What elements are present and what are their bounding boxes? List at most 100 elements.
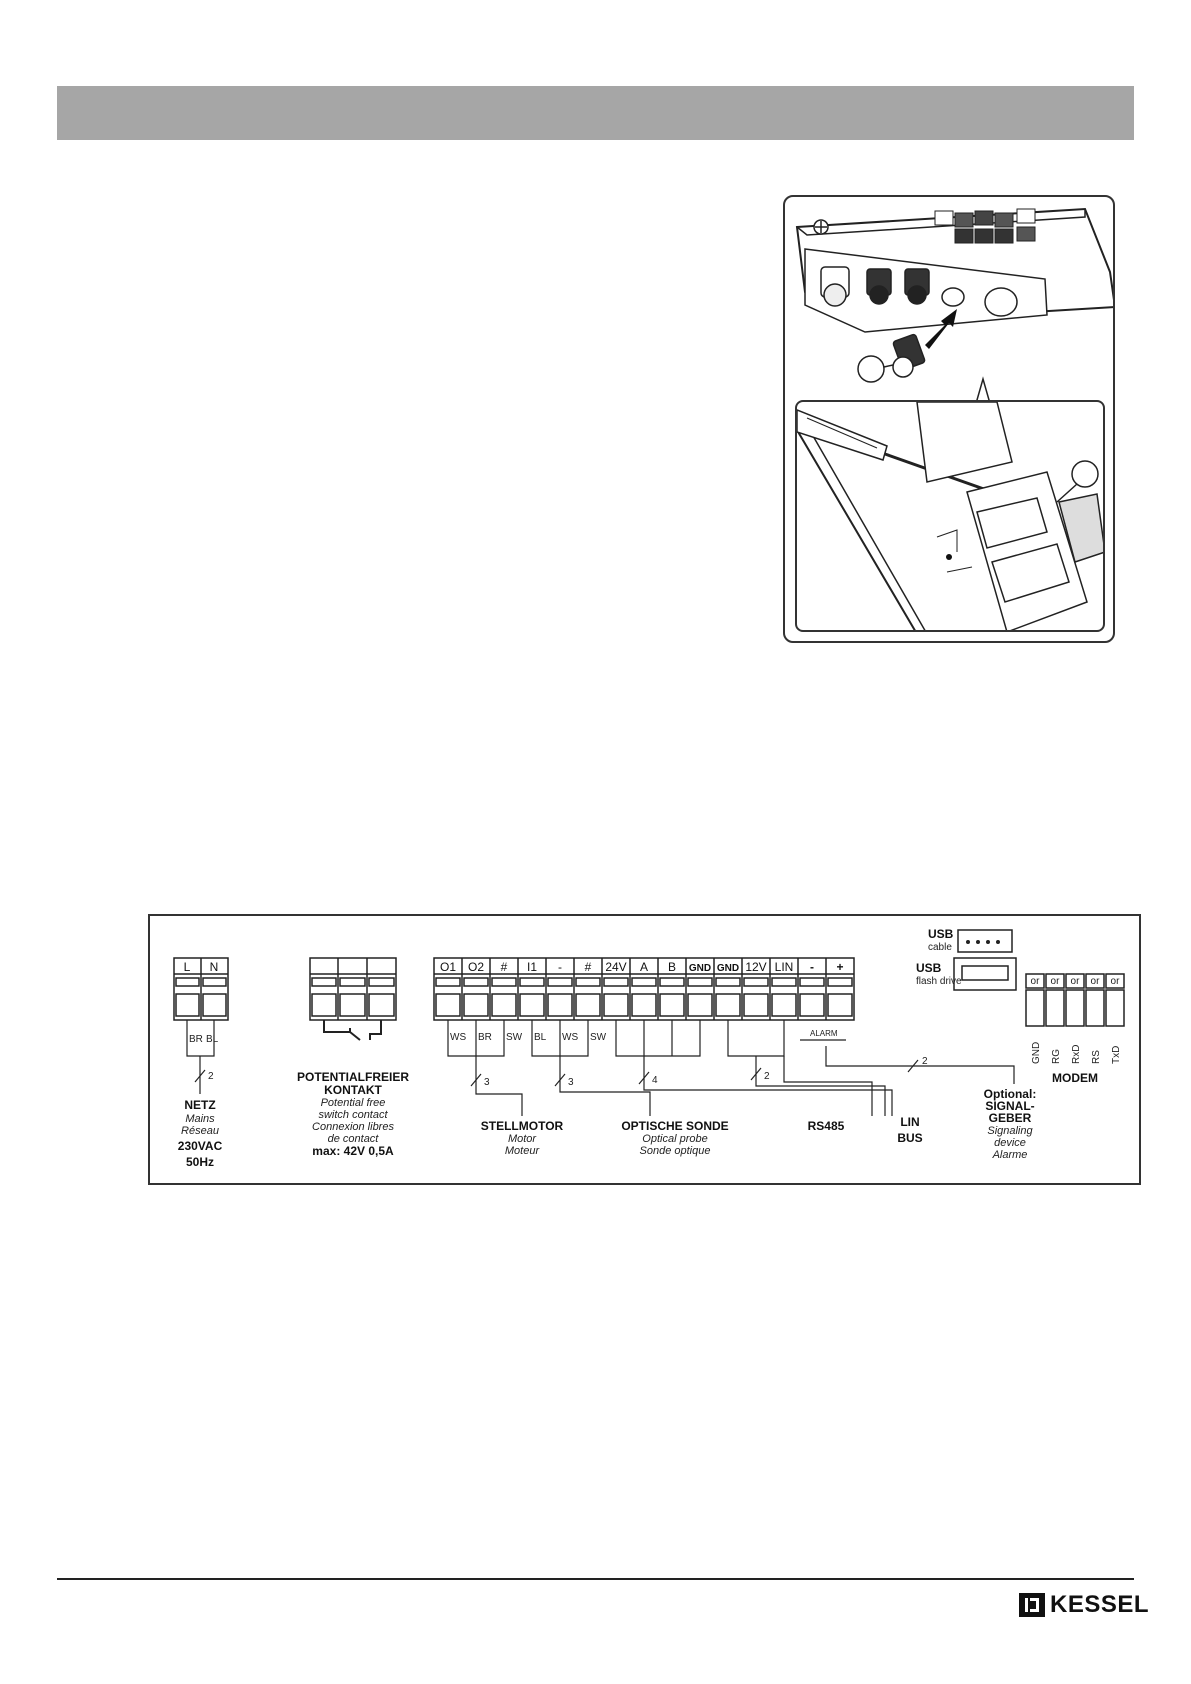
terminal-screw [631,993,657,1017]
terminal-clamp [827,977,853,987]
signal-sub-3: Alarme [992,1149,1028,1161]
rs485-in-count: 4 [652,1075,658,1086]
terminal-minus-2: - [810,960,814,974]
kessel-logo: KESSEL [1019,1591,1150,1618]
potential-title-2: KONTAKT [324,1083,382,1097]
modem-cell [1045,989,1065,1027]
modem-top-3: or [1071,976,1081,987]
wire-bl: BL [534,1032,547,1043]
modem-top-4: or [1091,976,1101,987]
modem-pin-gnd: GND [1031,1042,1042,1064]
terminal-clamp [519,977,545,987]
terminal-clamp [491,977,517,987]
terminal-clamp [603,977,629,987]
stellmotor-sub-1: Motor [508,1133,537,1145]
stellmotor-title: STELLMOTOR [481,1119,564,1133]
potential-sub-1: Potential free [321,1097,386,1109]
wire-ws-1: WS [450,1032,466,1043]
netz-sub-mains: Mains [185,1113,215,1125]
terminal-screw [687,993,713,1017]
terminal-clamp [743,977,769,987]
terminal-clamp [715,977,741,987]
modem-pin-rg: RG [1051,1049,1062,1064]
terminal-lin: LIN [775,960,794,974]
terminal-screw [771,993,797,1017]
netz-wire-br: BR [189,1034,203,1045]
terminal-screwdriver-detail [795,400,1105,632]
modem-pin-rxd: RxD [1071,1045,1082,1064]
terminal-clamp [575,977,601,987]
netz-voltage: 230VAC [178,1139,223,1153]
modem-top-5: or [1111,976,1121,987]
netz-frequency: 50Hz [186,1155,214,1169]
potential-sub-2: switch contact [318,1109,388,1121]
terminal-clamp [435,977,461,987]
terminal-screw [799,993,825,1017]
sonde-title: OPTISCHE SONDE [621,1119,728,1133]
rs485-title: RS485 [808,1119,845,1133]
netz-terminal-l: L [184,960,191,974]
signal-sub-2: device [994,1137,1026,1149]
wire-br: BR [478,1032,492,1043]
terminal-screw [715,993,741,1017]
netz-sub-reseau: Réseau [181,1125,219,1137]
terminal-screw [575,993,601,1017]
terminal-clamp [799,977,825,987]
potential-sub-3: Connexion libres [312,1121,394,1133]
stellmotor-count: 3 [484,1077,490,1088]
terminal-o2: O2 [468,960,484,974]
terminal-clamp [771,977,797,987]
modem-cell-top [1025,973,1045,989]
modem-cell [1105,989,1125,1027]
wire-sw-1: SW [506,1032,523,1043]
signal-title-1: Optional: [984,1087,1037,1101]
netz-count: 2 [208,1071,214,1082]
terminal-clamp [687,977,713,987]
terminal-plus: + [836,960,843,974]
terminal-screw [519,993,545,1017]
usb-flash-title: USB [916,961,942,975]
modem-pin-rs: RS [1091,1050,1102,1064]
terminal-screw [743,993,769,1017]
stellmotor-sub-2: Moteur [505,1145,541,1157]
netz-title: NETZ [184,1098,215,1112]
terminal-screw [603,993,629,1017]
lin-title-2: BUS [897,1131,922,1145]
installation-figure [783,195,1115,643]
terminal-screw [547,993,573,1017]
usb-cable-sub: cable [928,942,952,953]
kessel-logo-icon [1019,1593,1045,1617]
modem-cell [1085,989,1105,1027]
terminal-screw [491,993,517,1017]
wiring-diagram: L N BR BL 2 NETZ Mains Réseau 230VAC 50H… [148,914,1141,1185]
netz-terminal-n: N [210,960,219,974]
modem-top-2: or [1051,976,1061,987]
terminal-screw [435,993,461,1017]
footer-rule [57,1578,1134,1580]
usb-cable-title: USB [928,927,954,941]
terminal-gnd-2: GND [717,963,739,974]
potential-sub-4: de contact [328,1133,380,1145]
potential-spec: max: 42V 0,5A [312,1144,394,1158]
signal-title-3: GEBER [989,1111,1032,1125]
terminal-screw [827,993,853,1017]
lin-title-1: LIN [900,1115,919,1129]
alarm-count: 2 [922,1056,928,1067]
terminal-b: B [668,960,676,974]
modem-cell-top [1065,973,1085,989]
terminal-hash-2: # [585,960,592,974]
kessel-logo-text: KESSEL [1050,1591,1150,1618]
terminal-24v: 24V [605,960,626,974]
signal-sub-1: Signaling [987,1125,1033,1137]
wire-sw-2: SW [590,1032,607,1043]
terminal-minus-1: - [558,960,562,974]
signal-title-2: SIGNAL- [985,1099,1034,1113]
terminal-i1: I1 [527,960,537,974]
terminal-hash-1: # [501,960,508,974]
terminal-gnd-1: GND [689,963,711,974]
modem-top-1: or [1031,976,1041,987]
terminal-screw [659,993,685,1017]
wire-ws-2: WS [562,1032,578,1043]
sonde-sub-1: Optical probe [642,1133,707,1145]
potential-title-1: POTENTIALFREIER [297,1070,409,1084]
